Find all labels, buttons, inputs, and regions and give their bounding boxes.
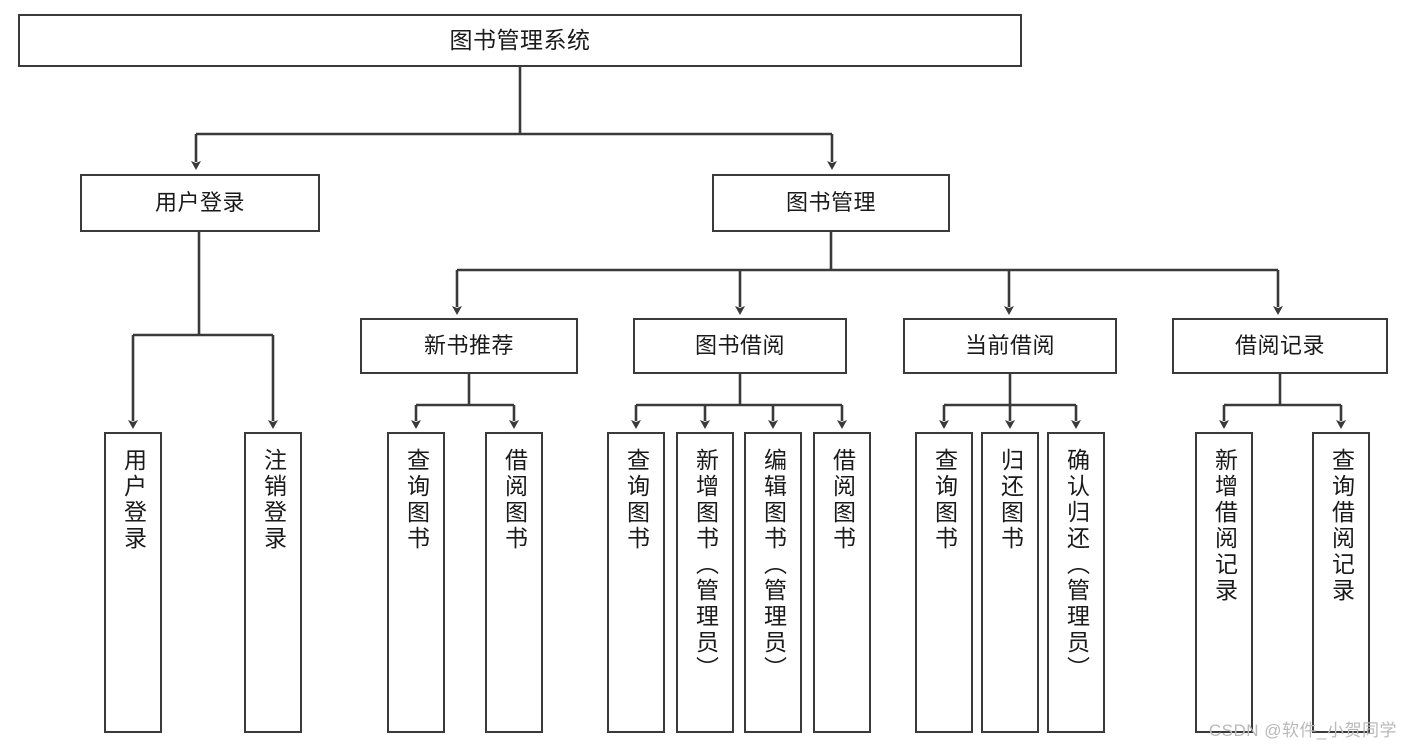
node-label: 查询图书 [931,448,958,552]
node-label: 注销登录 [260,448,287,552]
node-leaf-add-borrow-record[interactable]: 新增借阅记录 [1195,432,1253,733]
node-label: 确认归还（管理员） [1063,448,1090,682]
node-label: 借阅记录 [1234,333,1325,359]
node-root-book-management-system[interactable]: 图书管理系统 [18,14,1022,67]
node-label: 新增图书（管理员） [692,448,719,682]
node-label: 新书推荐 [423,333,514,359]
node-leaf-confirm-return-admin[interactable]: 确认归还（管理员） [1047,432,1105,733]
node-label: 用户登录 [120,448,147,552]
node-leaf-edit-book-admin[interactable]: 编辑图书（管理员） [744,432,802,733]
watermark-text: CSDN @软件_小贺同学 [1208,721,1397,740]
node-label: 用户登录 [154,190,245,216]
node-leaf-query-book-2[interactable]: 查询图书 [607,432,665,733]
node-book-management[interactable]: 图书管理 [712,174,950,232]
node-label: 编辑图书（管理员） [760,448,787,682]
node-leaf-query-book-3[interactable]: 查询图书 [915,432,973,733]
node-leaf-user-login[interactable]: 用户登录 [104,432,162,733]
node-leaf-return-book[interactable]: 归还图书 [981,432,1039,733]
node-leaf-add-book-admin[interactable]: 新增图书（管理员） [676,432,734,733]
node-leaf-borrow-book-2[interactable]: 借阅图书 [813,432,871,733]
node-label: 图书管理系统 [449,27,591,54]
node-label: 图书借阅 [694,333,785,359]
node-label: 新增借阅记录 [1211,448,1238,604]
node-leaf-query-borrow-record[interactable]: 查询借阅记录 [1312,432,1370,733]
node-label: 借阅图书 [829,448,856,552]
node-book-borrow[interactable]: 图书借阅 [633,318,847,374]
node-borrow-record[interactable]: 借阅记录 [1172,318,1388,374]
node-label: 查询借阅记录 [1328,448,1355,604]
node-label: 查询图书 [623,448,650,552]
node-leaf-borrow-book-1[interactable]: 借阅图书 [485,432,543,733]
node-label: 图书管理 [785,190,876,216]
node-label: 当前借阅 [964,333,1055,359]
node-leaf-query-book-1[interactable]: 查询图书 [387,432,445,733]
node-current-borrow[interactable]: 当前借阅 [903,318,1117,374]
node-label: 归还图书 [997,448,1024,552]
node-new-book-recommend[interactable]: 新书推荐 [360,318,578,374]
node-label: 查询图书 [403,448,430,552]
node-leaf-logout[interactable]: 注销登录 [244,432,302,733]
node-label: 借阅图书 [501,448,528,552]
node-user-login[interactable]: 用户登录 [80,174,320,232]
